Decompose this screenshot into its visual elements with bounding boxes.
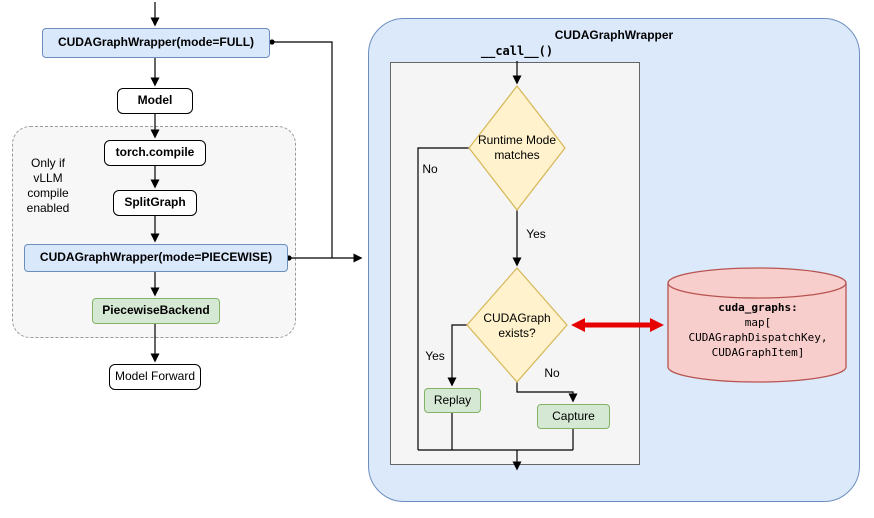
cuda-graphs-title: cuda_graphs: [718,301,798,314]
wrapper-link-lines [272,41,363,263]
runtime-mode-label: Runtime Mode matches [477,133,557,162]
datastore-link-head-left [571,318,585,332]
wrapper-full-node: CUDAGraphWrapper(mode=FULL) [42,28,270,58]
cudagraph-exists-diamond [466,267,568,383]
cuda-graphs-line2: map[ [744,315,772,329]
edge-label-yes-runtime: Yes [526,227,546,241]
panel-title: CUDAGraphWrapper [554,28,674,42]
edge-label-no-runtime: No [422,162,438,176]
replay-node: Replay [424,388,481,413]
cuda-graphs-label: cuda_graphs: map[ CUDAGraphDispatchKey, … [670,301,846,360]
wrapper-piecewise-node: CUDAGraphWrapper(mode=PIECEWISE) [24,244,288,272]
line-runtime-no [417,147,469,450]
edge-label-no-exists: No [544,366,560,380]
piecewise-backend-node: PiecewiseBackend [92,298,220,324]
torch-compile-node: torch.compile [104,140,206,166]
datastore-lid [667,282,847,299]
link-dot-full [269,39,275,45]
cuda-graphs-line4: CUDAGraphItem] [711,345,805,359]
split-graph-node: SplitGraph [113,190,197,216]
capture-node: Capture [537,404,610,429]
call-method-label: __call__() [480,44,554,58]
arrow-exists-yes-replay [447,324,467,387]
datastore-link-arrow [571,318,664,332]
runtime-mode-diamond [468,85,566,211]
cudagraph-exists-label: CUDAGraph exists? [483,311,551,340]
model-node: Model [117,88,193,114]
cuda-graphs-line3: CUDAGraphDispatchKey, [688,330,828,344]
edge-label-yes-exists: Yes [425,349,445,363]
model-forward-node: Model Forward [109,364,201,390]
cuda-graphs-datastore [667,267,847,383]
arrow-exists-no-capture [516,382,578,403]
datastore-link-head-right [650,318,664,332]
panel-flow-lines [417,61,578,471]
compile-note: Only if vLLM compile enabled [26,156,70,215]
link-full-wrapper [272,41,333,258]
